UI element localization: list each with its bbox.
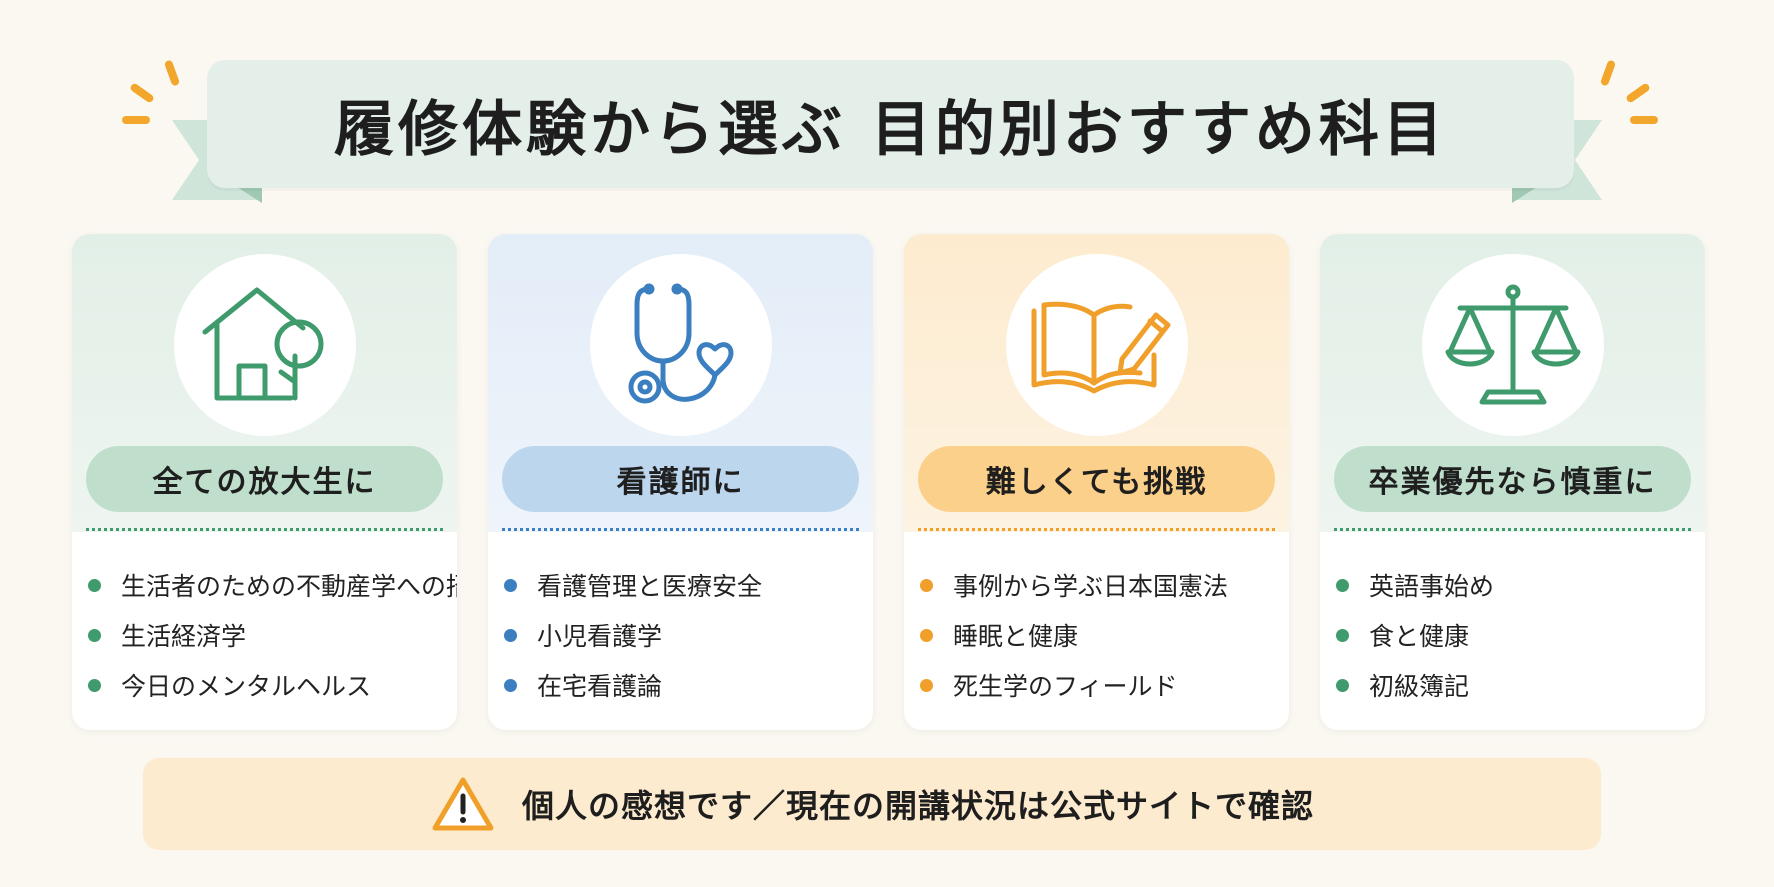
card-label: 卒業優先なら慎重に — [1334, 446, 1691, 512]
icon-circle — [1006, 254, 1188, 436]
list-item: 英語事始め — [1336, 560, 1696, 610]
list-item: 死生学のフィールド — [920, 660, 1280, 710]
list-item: 今日のメンタルヘルス — [88, 660, 448, 710]
bullet-dot — [920, 678, 933, 692]
sparkle-right-icon — [1582, 52, 1662, 132]
bullet-dot — [88, 578, 101, 592]
course-name: 看護管理と医療安全 — [537, 572, 763, 601]
course-name: 在宅看護論 — [537, 672, 663, 701]
card-label: 全ての放大生に — [86, 446, 443, 512]
icon-circle — [590, 254, 772, 436]
list-item: 食と健康 — [1336, 610, 1696, 660]
list-item: 生活者のための不動産学への招待 — [88, 560, 457, 610]
bullet-dot — [88, 678, 101, 692]
bullet-dot — [1336, 628, 1349, 642]
bullet-dot — [920, 578, 933, 592]
course-list: 事例から学ぶ日本国憲法 睡眠と健康 死生学のフィールド — [920, 560, 1280, 710]
course-name: 生活者のための不動産学への招待 — [121, 572, 457, 601]
divider — [1334, 528, 1691, 531]
course-list: 英語事始め 食と健康 初級簿記 — [1336, 560, 1696, 710]
course-name: 今日のメンタルヘルス — [121, 672, 372, 701]
divider — [918, 528, 1275, 531]
card-graduation-priority: 卒業優先なら慎重に 英語事始め 食と健康 初級簿記 — [1320, 234, 1705, 730]
list-item: 在宅看護論 — [504, 660, 864, 710]
course-name: 死生学のフィールド — [953, 672, 1178, 701]
course-name: 初級簿記 — [1369, 672, 1470, 701]
list-item: 小児看護学 — [504, 610, 864, 660]
list-item: 睡眠と健康 — [920, 610, 1280, 660]
course-list: 看護管理と医療安全 小児看護学 在宅看護論 — [504, 560, 864, 710]
course-name: 英語事始め — [1369, 572, 1495, 601]
list-item: 生活経済学 — [88, 610, 448, 660]
bullet-dot — [1336, 678, 1349, 692]
book-pencil-icon — [1031, 301, 1171, 394]
divider — [502, 528, 859, 531]
card-nurses: 看護師に 看護管理と医療安全 小児看護学 在宅看護論 — [488, 234, 873, 730]
course-name: 食と健康 — [1369, 622, 1470, 651]
list-item: 看護管理と医療安全 — [504, 560, 864, 610]
card-label: 看護師に — [502, 446, 859, 512]
bullet-dot — [504, 678, 517, 692]
notice-text: 個人の感想です／現在の開講状況は公式サイトで確認 — [521, 787, 1314, 825]
title-banner: 履修体験から選ぶ 目的別おすすめ科目 — [207, 60, 1574, 188]
house-tree-icon — [202, 287, 324, 401]
course-name: 小児看護学 — [537, 622, 663, 651]
list-item: 初級簿記 — [1336, 660, 1696, 710]
divider — [86, 528, 443, 531]
card-all-students: 全ての放大生に 生活者のための不動産学への招待 生活経済学 今日のメンタルヘルス — [72, 234, 457, 730]
icon-circle — [174, 254, 356, 436]
course-list: 生活者のための不動産学への招待 生活経済学 今日のメンタルヘルス — [88, 560, 457, 710]
course-name: 事例から学ぶ日本国憲法 — [953, 572, 1229, 601]
sparkle-left-icon — [118, 52, 198, 132]
course-name: 生活経済学 — [121, 622, 247, 651]
bullet-dot — [1336, 578, 1349, 592]
notice-banner: 個人の感想です／現在の開講状況は公式サイトで確認 — [143, 758, 1601, 850]
bullet-dot — [920, 628, 933, 642]
course-name: 睡眠と健康 — [953, 622, 1079, 651]
title-banner-area: 履修体験から選ぶ 目的別おすすめ科目 — [0, 0, 1774, 210]
stethoscope-heart-icon — [628, 283, 734, 404]
bullet-dot — [88, 628, 101, 642]
page-title: 履修体験から選ぶ 目的別おすすめ科目 — [334, 94, 1447, 165]
icon-circle — [1422, 254, 1604, 436]
card-challenge: 難しくても挑戦 事例から学ぶ日本国憲法 睡眠と健康 死生学のフィールド — [904, 234, 1289, 730]
bullet-dot — [504, 578, 517, 592]
balance-scale-icon — [1445, 284, 1581, 405]
card-label: 難しくても挑戦 — [918, 446, 1275, 512]
list-item: 事例から学ぶ日本国憲法 — [920, 560, 1280, 610]
bullet-dot — [504, 628, 517, 642]
recommendation-cards: 全ての放大生に 生活者のための不動産学への招待 生活経済学 今日のメンタルヘルス… — [72, 234, 1705, 730]
warning-icon — [432, 777, 494, 831]
